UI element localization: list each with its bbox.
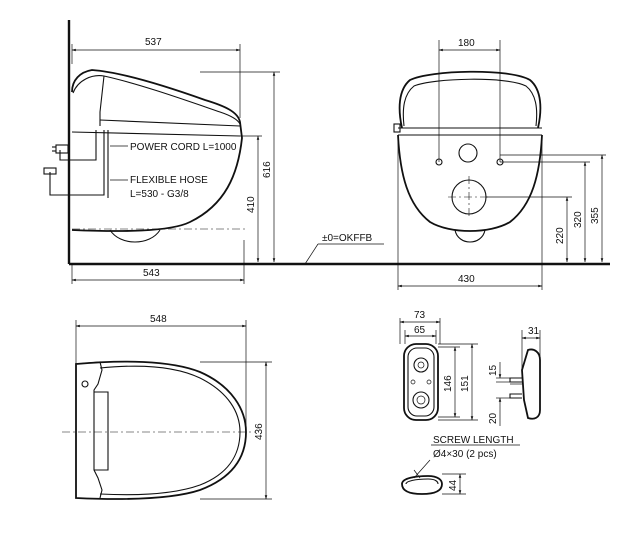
remote-button-top-center <box>417 361 425 369</box>
power-cord-pipe <box>59 130 97 161</box>
floor-label: ±0=OKFFB <box>322 233 373 244</box>
dim-548-text: 548 <box>150 314 167 325</box>
remote-button-top <box>413 357 429 373</box>
flexible-hose-label: FLEXIBLE HOSE <box>130 175 208 186</box>
screw-shaft <box>413 469 421 479</box>
screw-spec: Ø4×30 (2 pcs) <box>433 449 497 460</box>
side-view: POWER CORD L=1000 FLEXIBLE HOSE L=530 - … <box>43 20 610 284</box>
water-inlet-circle <box>458 143 478 163</box>
dim-65-text: 65 <box>414 325 426 336</box>
top-view-button <box>81 380 89 388</box>
screw-detail: SCREW LENGTH Ø4×30 (2 pcs) 44 <box>401 435 520 495</box>
bowl-bottom-side <box>109 229 161 243</box>
dim-355-text: 355 <box>590 207 601 224</box>
dim-31-text: 31 <box>528 326 540 337</box>
dim-410-text: 410 <box>246 196 257 213</box>
remote-dial-center <box>416 395 426 405</box>
dim-73-text: 73 <box>414 310 426 321</box>
remote-front-view: 73 65 146 151 <box>399 310 478 421</box>
remote-side-peg-bottom <box>509 393 522 399</box>
rear-lid-inner <box>402 78 538 127</box>
toilet-body-side <box>71 69 243 232</box>
rear-bowl-bottom <box>454 229 486 243</box>
seat-line-side <box>99 119 241 127</box>
remote-small-button <box>426 379 432 385</box>
dim-320-text: 320 <box>573 211 584 228</box>
top-view-hinge <box>75 361 103 499</box>
screw-title: SCREW LENGTH <box>433 435 514 446</box>
dim-616-text: 616 <box>262 161 273 178</box>
power-cord-label: POWER CORD L=1000 <box>130 142 237 153</box>
plug-icon <box>55 144 69 154</box>
dim-44-text: 44 <box>448 479 459 491</box>
dim-180-text: 180 <box>458 38 475 49</box>
dim-15-text: 15 <box>488 364 499 376</box>
remote-dial <box>412 391 430 409</box>
hose-fitting-icon <box>43 167 57 175</box>
lid-hinge-side <box>99 75 105 126</box>
dim-430-text: 430 <box>458 274 475 285</box>
screw-leader <box>413 459 431 479</box>
remote-side-view: 31 15 20 <box>488 326 541 426</box>
lid-top-side <box>72 75 241 125</box>
remote-inner <box>407 347 435 417</box>
top-view-seat <box>99 365 241 496</box>
screw-holder-outline <box>401 475 443 495</box>
top-view-outline <box>75 360 247 500</box>
dim-20-text: 20 <box>488 412 499 424</box>
dim-436-text: 436 <box>254 423 265 440</box>
rear-view: 180 220 320 355 430 <box>393 38 606 290</box>
dim-537-text: 537 <box>145 37 162 48</box>
flexible-hose-spec: L=530 - G3/8 <box>130 189 189 200</box>
rear-bowl-outline <box>397 134 543 232</box>
rear-lid-outline <box>398 70 542 129</box>
dim-151-text: 151 <box>460 375 471 392</box>
rear-side-knob <box>393 123 401 133</box>
remote-small-button <box>410 379 416 385</box>
dim-543-text: 543 <box>143 268 160 279</box>
rim-line-side <box>71 131 241 137</box>
remote-side-outline <box>521 348 541 420</box>
dim-220-text: 220 <box>555 227 566 244</box>
top-view: 548 436 <box>62 314 272 500</box>
flexible-hose-pipe <box>49 130 105 196</box>
floor-leader <box>304 243 319 265</box>
top-view-hinge-box <box>94 391 109 471</box>
dim-146-text: 146 <box>443 375 454 392</box>
remote-side-peg-top <box>509 377 522 383</box>
remote-outline <box>403 343 439 421</box>
screw-holder-top <box>405 478 439 485</box>
